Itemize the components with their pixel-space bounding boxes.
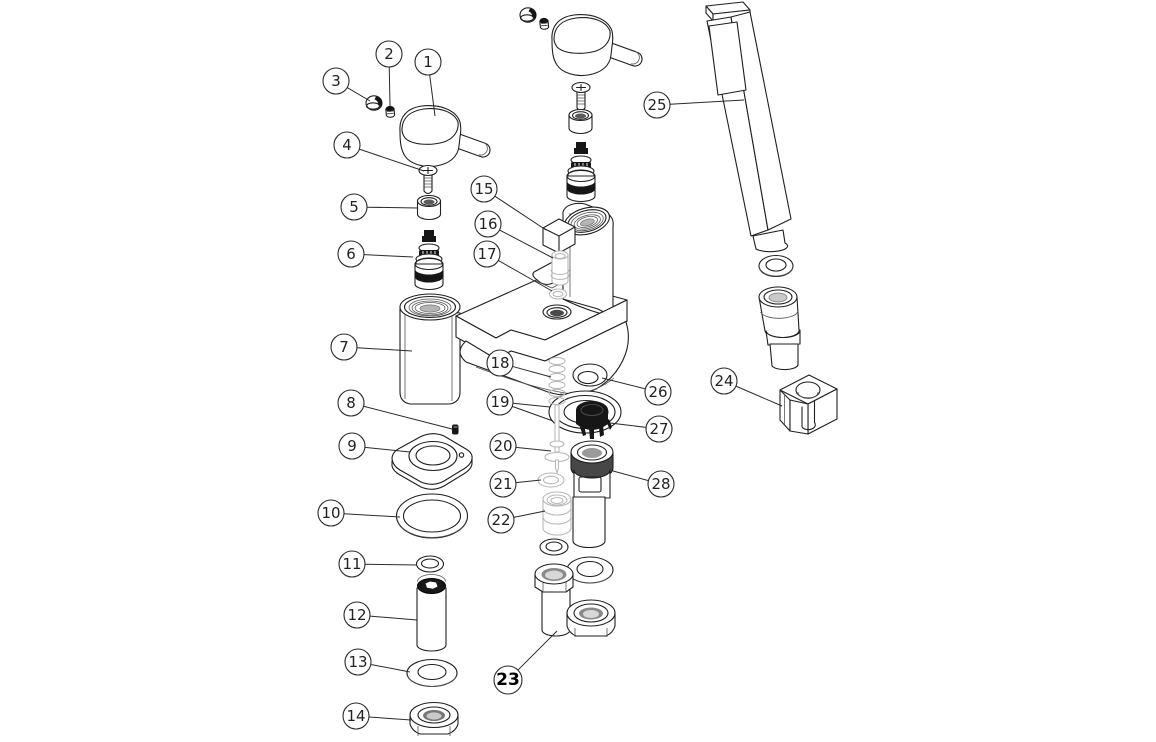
svg-text:24: 24 — [714, 372, 733, 390]
diverter-gasket — [576, 401, 612, 439]
callout-2: 2 — [375, 40, 403, 107]
callout-24: 24 — [710, 367, 783, 407]
hex-nut-threaded-tube — [534, 563, 574, 637]
diverter-plunger — [550, 250, 570, 286]
svg-text:27: 27 — [649, 420, 668, 438]
handle — [399, 105, 491, 168]
callout-12: 12 — [343, 601, 418, 629]
o-ring-21 — [537, 472, 565, 488]
callout-13: 13 — [344, 648, 411, 676]
svg-text:14: 14 — [346, 707, 365, 725]
callout-10: 10 — [317, 499, 401, 527]
spout-shank — [570, 440, 614, 549]
shower-handset — [705, 1, 792, 253]
filter-insert — [542, 491, 572, 536]
svg-text:26: 26 — [648, 383, 667, 401]
svg-text:10: 10 — [321, 504, 340, 522]
svg-text:16: 16 — [478, 215, 497, 233]
svg-text:1: 1 — [423, 53, 433, 71]
svg-text:6: 6 — [346, 245, 356, 263]
svg-text:18: 18 — [490, 354, 509, 372]
diverter-rod — [544, 404, 570, 474]
shower-kit-group — [705, 1, 838, 435]
svg-text:4: 4 — [342, 136, 352, 154]
flanged-nut — [566, 599, 616, 637]
svg-text:13: 13 — [348, 653, 367, 671]
handle-screw — [571, 81, 591, 112]
callout-27: 27 — [609, 415, 673, 443]
svg-text:22: 22 — [491, 511, 510, 529]
svg-text:23: 23 — [496, 670, 520, 690]
gasket-ring-10 — [395, 493, 469, 539]
diverter-lower-parts — [534, 356, 622, 637]
svg-text:12: 12 — [347, 606, 366, 624]
tap-body — [399, 202, 629, 405]
callout-22: 22 — [487, 506, 546, 534]
shank-fixing-kit — [534, 538, 616, 637]
svg-text:19: 19 — [490, 393, 509, 411]
callout-15: 15 — [470, 175, 547, 231]
callout-1: 1 — [414, 48, 442, 117]
callout-19: 19 — [486, 388, 554, 422]
svg-text:2: 2 — [384, 45, 394, 63]
callout-layer: 1234567891011121314151617181920212223242… — [317, 40, 783, 730]
small-washer — [539, 538, 569, 556]
right-handle-assembly — [519, 7, 643, 203]
left-column-parts — [391, 424, 473, 736]
callout-26: 26 — [601, 377, 672, 406]
base-flange — [391, 433, 473, 490]
callout-7: 7 — [330, 333, 413, 361]
callout-4: 4 — [333, 131, 425, 172]
index-button-and-grub — [519, 7, 550, 30]
callout-3: 3 — [322, 67, 371, 102]
cartridge — [414, 229, 444, 291]
callout-25: 25 — [643, 91, 745, 119]
handset-washer — [758, 254, 794, 278]
diverter-knob — [542, 218, 576, 254]
threaded-stud-12 — [416, 574, 447, 652]
cartridge — [566, 141, 596, 203]
callout-8: 8 — [337, 389, 453, 430]
svg-text:11: 11 — [342, 555, 361, 573]
callout-11: 11 — [338, 550, 418, 578]
spout-seal-ring — [572, 363, 608, 387]
svg-text:9: 9 — [347, 437, 357, 455]
diverter-o-ring — [548, 288, 568, 300]
svg-text:8: 8 — [346, 394, 356, 412]
svg-text:7: 7 — [339, 338, 349, 356]
callout-6: 6 — [337, 240, 414, 268]
callout-5: 5 — [340, 193, 419, 221]
washer-13 — [406, 658, 458, 688]
callout-14: 14 — [342, 702, 412, 730]
callout-21: 21 — [489, 470, 542, 498]
svg-text:20: 20 — [493, 437, 512, 455]
svg-text:15: 15 — [474, 180, 493, 198]
svg-text:25: 25 — [647, 96, 666, 114]
cartridge-cap — [568, 108, 593, 135]
svg-text:21: 21 — [493, 475, 512, 493]
svg-text:5: 5 — [349, 198, 359, 216]
svg-text:28: 28 — [651, 475, 670, 493]
flat-washer — [566, 556, 614, 584]
callout-17: 17 — [473, 240, 553, 292]
callout-18: 18 — [486, 349, 552, 378]
hose-connector — [758, 286, 801, 371]
svg-text:17: 17 — [477, 245, 496, 263]
svg-text:3: 3 — [331, 72, 341, 90]
callout-28: 28 — [612, 470, 675, 498]
callout-9: 9 — [338, 432, 411, 460]
o-ring-11 — [415, 555, 445, 573]
callout-20: 20 — [489, 432, 552, 460]
callout-16: 16 — [474, 210, 554, 259]
grub-screw-8 — [452, 424, 459, 435]
callout-23: 23 — [493, 630, 558, 695]
handle — [551, 14, 643, 77]
wall-bracket — [779, 374, 838, 435]
cartridge-cap — [416, 194, 442, 221]
backnut-14 — [409, 701, 459, 736]
